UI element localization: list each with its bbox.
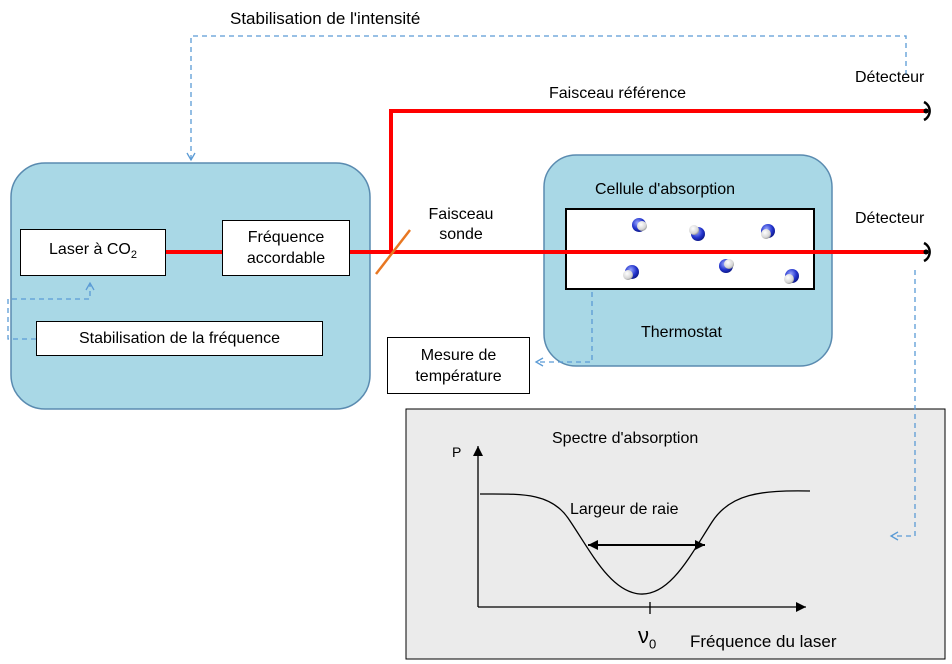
detector-top-label: Détecteur	[855, 69, 925, 86]
probe-beam-label: Faisceau sonde	[423, 205, 499, 245]
laser-co2-label: Laser à CO2	[49, 240, 137, 262]
thermostat-label: Thermostat	[641, 324, 722, 341]
absorption-cell	[565, 208, 815, 290]
detector-top-icon	[923, 100, 931, 122]
absorption-cell-label: Cellule d'absorption	[595, 181, 736, 198]
spectrum-panel	[405, 408, 946, 660]
frequency-stabilisation-box: Stabilisation de la fréquence	[36, 321, 323, 356]
frequency-stabilisation-label: Stabilisation de la fréquence	[78, 330, 281, 347]
laser-panel	[10, 162, 371, 410]
reference-beam-label: Faisceau référence	[549, 85, 686, 102]
temperature-measurement-box: Mesure de température	[387, 337, 530, 394]
spectrum-title: Spectre d'absorption	[552, 430, 699, 447]
spectrum-y-axis-label: P	[452, 444, 462, 460]
molecule	[761, 224, 775, 239]
molecule	[689, 225, 705, 241]
intensity-feedback-line	[186, 35, 907, 162]
molecule	[719, 259, 734, 273]
detector-to-spectrum-line	[889, 270, 916, 541]
intensity-stabilisation-label: Stabilisation de l'intensité	[230, 9, 421, 28]
beam-splitter	[375, 229, 411, 275]
tunable-frequency-label: Fréquence accordable	[246, 229, 326, 267]
detector-bottom-label: Détecteur	[855, 210, 925, 227]
linewidth-label: Largeur de raie	[570, 501, 679, 518]
molecule	[623, 265, 639, 280]
nu0-label: ν0	[638, 623, 657, 652]
spectrum-x-axis-label: Fréquence du laser	[690, 632, 837, 651]
molecule	[784, 269, 799, 284]
tunable-frequency-box: Fréquence accordable	[222, 220, 350, 276]
reference-beam	[389, 109, 928, 252]
frequency-feedback-line	[7, 281, 95, 340]
temperature-measurement-label: Mesure de température	[415, 346, 502, 385]
detector-bottom-icon	[923, 241, 931, 263]
absorption-curve	[479, 490, 811, 595]
laser-co2-box: Laser à CO2	[20, 229, 166, 276]
probe-beam-text: Faisceau sonde	[428, 206, 494, 243]
molecule	[632, 218, 647, 232]
